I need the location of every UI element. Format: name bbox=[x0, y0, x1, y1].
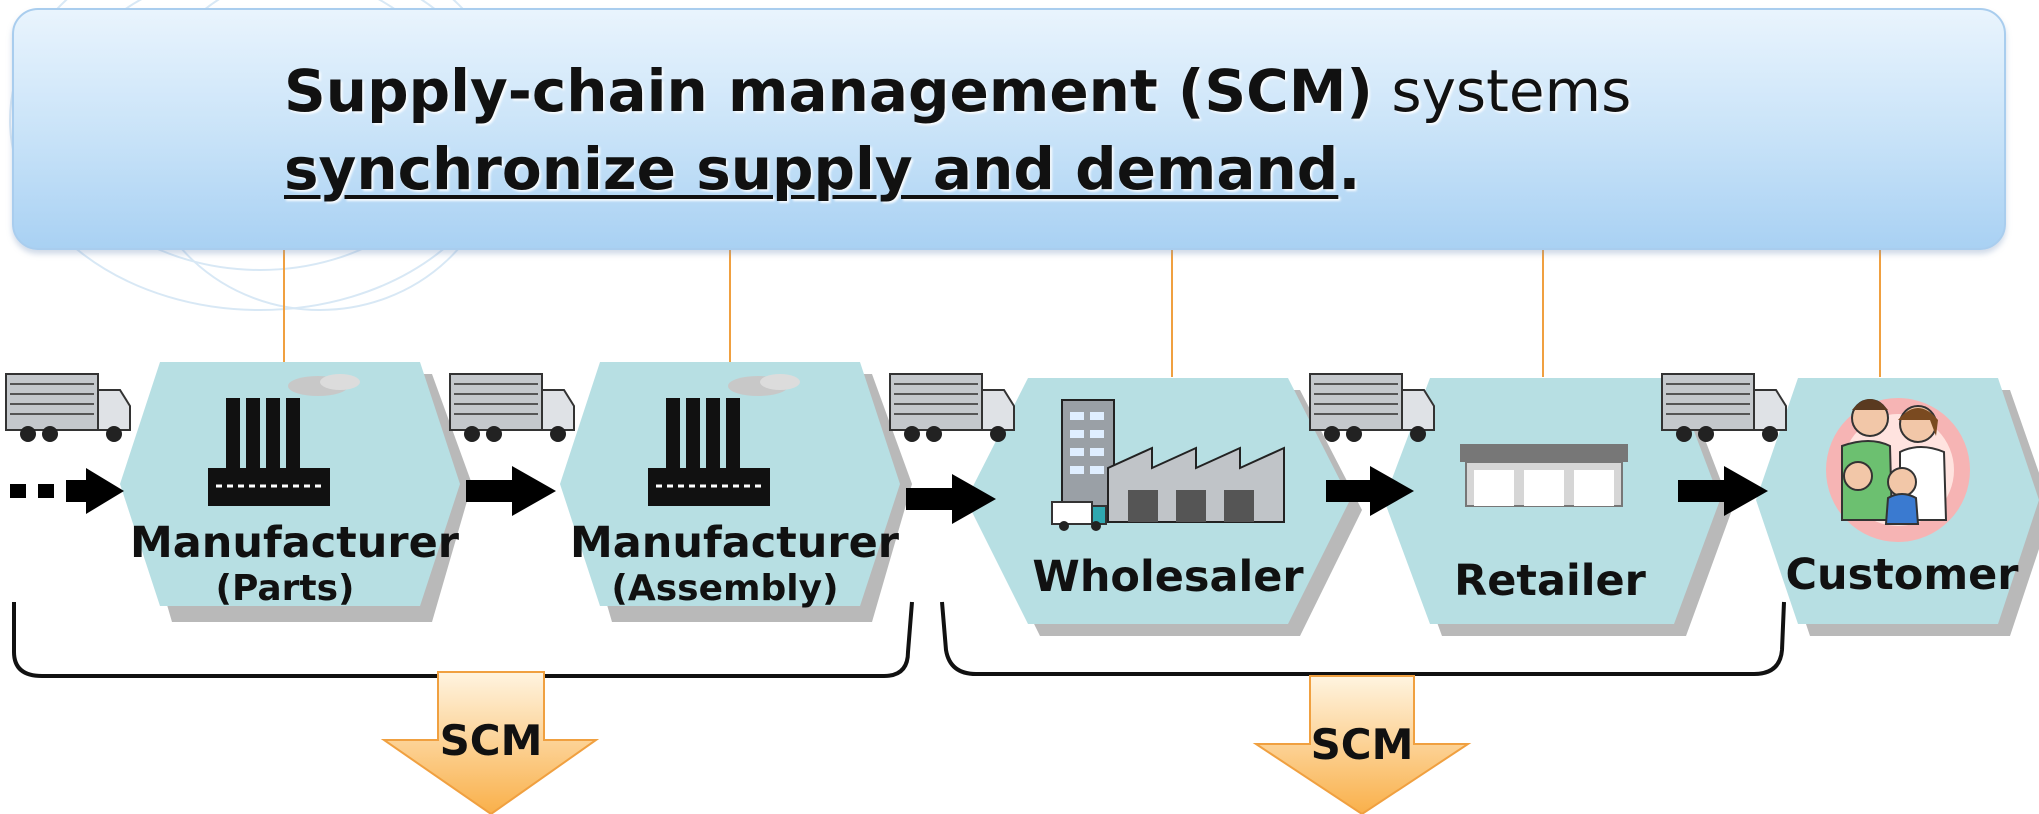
node-label-customer: Customer bbox=[1782, 550, 2022, 600]
truck-icon bbox=[5, 373, 131, 442]
headline-end-punct: . bbox=[1338, 135, 1361, 203]
node-name: Retailer bbox=[1454, 556, 1646, 606]
left-scm-arrow bbox=[380, 671, 600, 814]
right-scm-bracket bbox=[940, 601, 1786, 676]
node-name: Customer bbox=[1785, 550, 2019, 600]
headline-normal: systems bbox=[1372, 57, 1632, 125]
truck-icon bbox=[1661, 373, 1787, 442]
arrow-icon bbox=[466, 466, 556, 516]
headline-bold: Supply-chain management (SCM) bbox=[284, 57, 1373, 125]
factory-icon bbox=[648, 374, 800, 506]
node-label-manufacturer-parts: Manufacturer (Parts) bbox=[130, 518, 459, 610]
node-name: Wholesaler bbox=[1032, 552, 1304, 602]
node-label-wholesaler: Wholesaler bbox=[1008, 552, 1328, 602]
truck-icon bbox=[1309, 373, 1435, 442]
node-name: Manufacturer bbox=[570, 518, 899, 568]
headline: Supply-chain management (SCM) systems sy… bbox=[284, 52, 1631, 208]
headline-underlined: synchronize supply and demand bbox=[284, 135, 1339, 203]
headline-banner bbox=[12, 8, 2006, 250]
arrow-icon bbox=[906, 474, 996, 524]
family-icon bbox=[1826, 398, 1970, 542]
node-name: Manufacturer bbox=[130, 518, 459, 568]
scm-label-left: SCM bbox=[439, 716, 543, 765]
truck-icon bbox=[449, 373, 575, 442]
warehouse-building-icon bbox=[1051, 399, 1285, 531]
node-label-retailer: Retailer bbox=[1420, 556, 1680, 606]
scm-label-right: SCM bbox=[1310, 720, 1414, 769]
node-subtitle: (Assembly) bbox=[611, 568, 839, 609]
arrow-icon bbox=[1678, 466, 1768, 516]
connector-lines bbox=[283, 246, 1881, 377]
arrow-icon bbox=[10, 468, 124, 514]
arrow-icon bbox=[1326, 466, 1414, 516]
node-subtitle: (Parts) bbox=[215, 568, 355, 609]
store-icon bbox=[1460, 444, 1628, 507]
right-scm-arrow bbox=[1252, 675, 1472, 814]
node-label-manufacturer-assembly: Manufacturer (Assembly) bbox=[570, 518, 899, 610]
truck-icon bbox=[889, 373, 1015, 442]
factory-icon bbox=[208, 374, 360, 506]
